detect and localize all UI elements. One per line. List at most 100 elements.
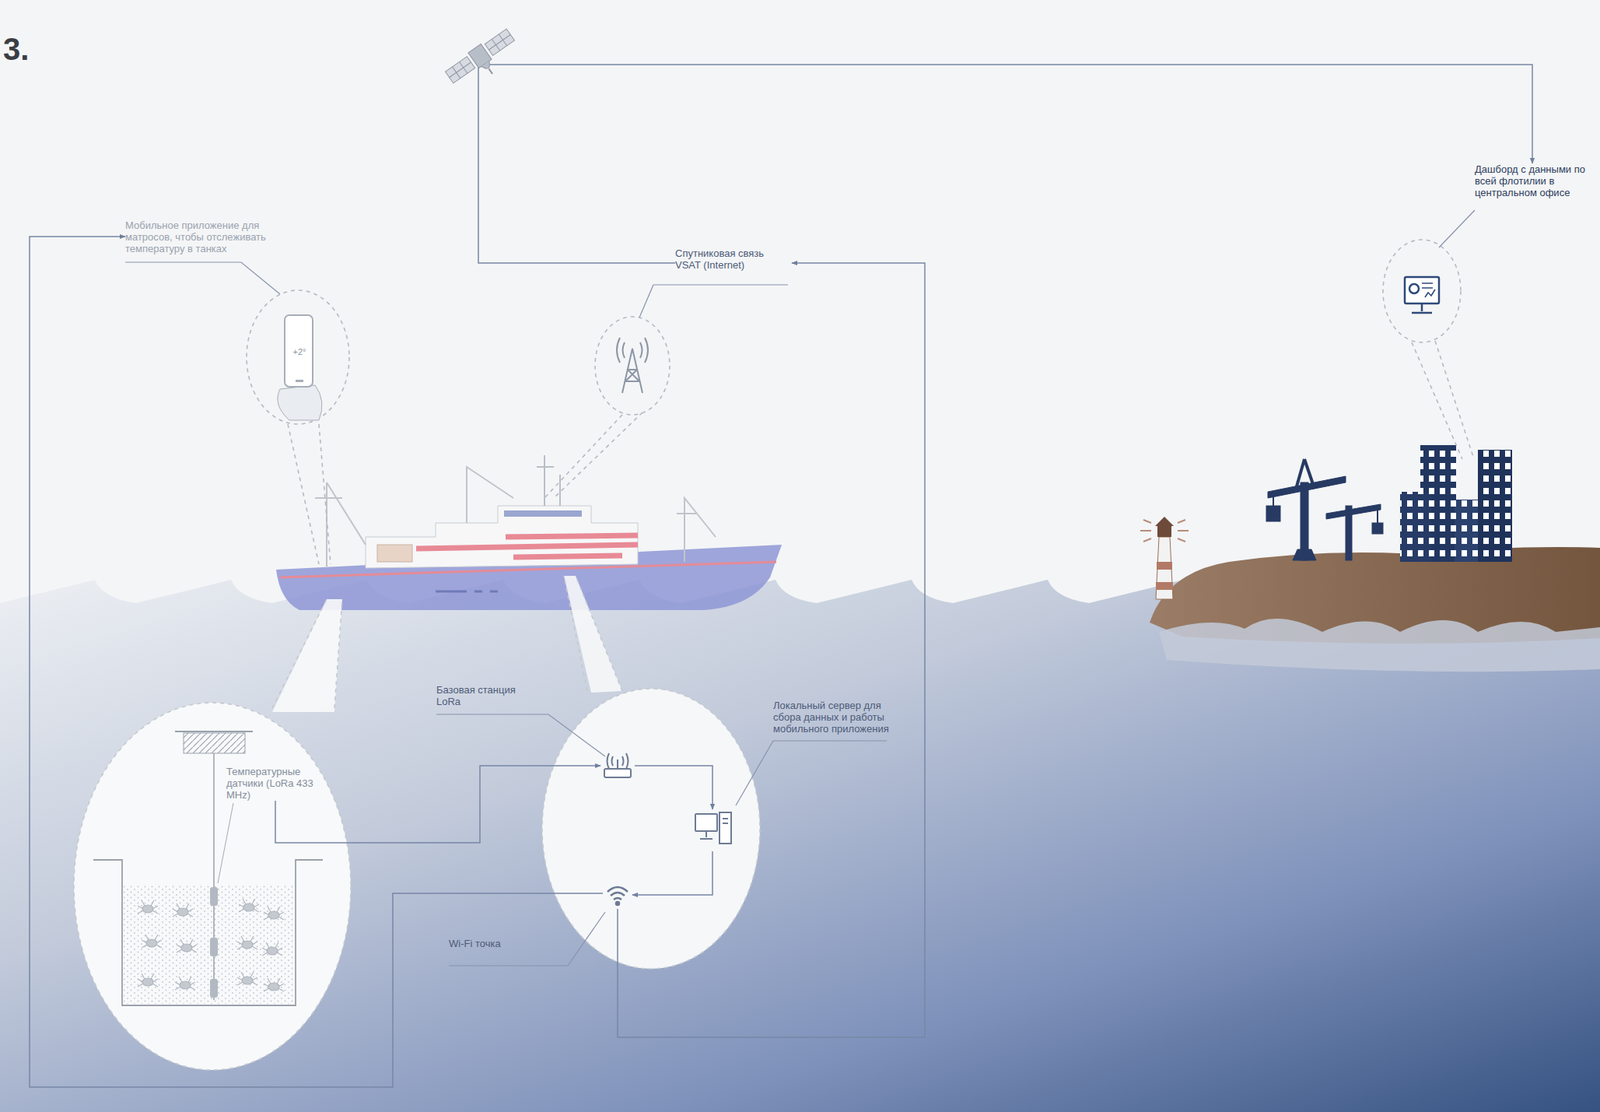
tank-callout-part-part-part xyxy=(142,977,154,986)
wifi-symbol xyxy=(607,886,628,905)
lighthouse-part xyxy=(1157,525,1172,537)
node-text: Дашборд с данными по всей флотилии в цен… xyxy=(1474,163,1593,199)
tank-callout-part-part-part xyxy=(268,910,280,919)
connector-arrow xyxy=(275,765,601,843)
tank-callout-part-part xyxy=(172,903,193,917)
fishing-vessel-part xyxy=(365,505,638,568)
temperature-reading: +2° xyxy=(287,346,312,357)
lora-router-part xyxy=(607,752,629,769)
tank-callout-part-part-part xyxy=(137,973,158,987)
city-buildings-part xyxy=(1400,491,1432,562)
node-text: Wi-Fi точка xyxy=(448,937,550,949)
city-buildings-part xyxy=(1477,449,1513,562)
wifi-point: Wi-Fi точка xyxy=(602,877,633,909)
city-buildings-part xyxy=(1477,449,1513,562)
port-cranes xyxy=(1266,458,1383,561)
node-text: Температурные датчики (LoRa 433 MHz) xyxy=(226,765,314,801)
connector-arrow xyxy=(632,850,713,895)
connector-arrow xyxy=(634,765,713,809)
tank-callout xyxy=(73,598,351,1070)
tank-callout-part-part xyxy=(262,941,283,956)
tank-callout-part-part-part xyxy=(263,977,284,991)
server-callout-part xyxy=(563,575,623,693)
dashboard-monitor-part xyxy=(1404,276,1439,304)
tank-callout-part xyxy=(272,598,343,708)
node-text: Мобильное приложение для матросов, чтобы… xyxy=(125,219,289,255)
antenna-tower-part xyxy=(622,348,643,393)
tank-callout-part-part xyxy=(137,973,158,987)
phone-in-hand-part xyxy=(295,379,304,382)
leader-lines xyxy=(125,210,1475,966)
port-cranes-part xyxy=(1267,476,1346,498)
tank-callout-part-part-part xyxy=(237,935,258,949)
city-buildings-part xyxy=(1400,491,1432,562)
port-cranes-part xyxy=(1376,507,1379,523)
node-text: Локальный сервер для сбора данных и рабо… xyxy=(773,699,906,735)
leader-lines-part xyxy=(735,740,887,806)
port-cranes-part xyxy=(1295,458,1315,492)
city-buildings xyxy=(1400,444,1513,562)
island xyxy=(1149,546,1600,672)
tank-callout-part-part-part xyxy=(137,899,158,914)
tank-callout-part xyxy=(217,802,234,883)
tank-callout-part-part-part xyxy=(177,907,189,916)
tank-callout-part-part-part xyxy=(146,938,158,947)
tank-callout-part-part-part xyxy=(176,938,197,953)
phone-in-hand-part xyxy=(284,315,313,387)
tank-callout-part-part xyxy=(137,899,158,914)
local-server-pc-part xyxy=(695,813,718,831)
dashboard-monitor-part xyxy=(1409,283,1419,294)
tank-callout-part-part-part xyxy=(268,982,280,991)
leader-lines-part xyxy=(448,911,606,966)
leader-lines-part xyxy=(1438,210,1475,248)
tank-callout-part-part-part xyxy=(238,898,260,912)
tank-callout-part-part xyxy=(141,934,162,948)
wifi-symbol-part xyxy=(616,901,620,905)
tank-callout-part-part-part xyxy=(175,976,196,990)
node-text: Спутниковая связь VSAT (Internet) xyxy=(675,247,792,271)
callout-bubbles-part xyxy=(287,423,331,564)
sea xyxy=(0,579,1600,1112)
callout-bubbles-part xyxy=(1382,239,1461,343)
port-cranes-part xyxy=(1272,494,1275,506)
tank-callout-part-part xyxy=(237,971,258,985)
server-callout-part xyxy=(542,688,760,969)
lighthouse xyxy=(1140,516,1189,599)
fishing-vessel xyxy=(276,455,782,610)
antenna-tower xyxy=(616,337,648,393)
city-buildings-part xyxy=(1454,499,1478,562)
tank-callout-part-part-part xyxy=(179,980,191,989)
app-label: Мобильное приложение для матросов, чтобы… xyxy=(125,219,289,255)
tank-callout-part xyxy=(210,978,218,998)
tank-callout-part-part-part xyxy=(237,971,258,985)
figure-number: 3. xyxy=(3,31,29,67)
node-text: Базовая станция LoRa xyxy=(436,683,522,708)
satellite-part xyxy=(488,68,493,74)
local-server-pc-part xyxy=(700,830,713,839)
leader-lines-part xyxy=(125,262,281,295)
tank-callout-part-part xyxy=(175,976,196,990)
fishing-vessel-part xyxy=(435,590,498,593)
tank-callout-part-part-part xyxy=(181,943,193,952)
tank-callout-part xyxy=(210,937,218,956)
lighthouse-part xyxy=(1155,536,1173,599)
fishing-vessel-part xyxy=(676,497,716,562)
tank-callout-part xyxy=(272,598,343,712)
satellite-part xyxy=(445,28,515,84)
tank-callout-part-part-part xyxy=(241,940,253,949)
tank-callout-part xyxy=(93,859,323,1005)
dashboard-monitor-part xyxy=(1421,283,1436,298)
lighthouse-part xyxy=(1156,561,1173,570)
port-cranes-part xyxy=(1372,522,1383,534)
fishing-vessel-part xyxy=(315,482,366,568)
phone-in-hand-part xyxy=(277,385,323,421)
local-server-pc-part xyxy=(719,812,732,844)
city-buildings-part xyxy=(1454,499,1478,562)
fishing-vessel-part xyxy=(377,544,413,562)
port-cranes-part xyxy=(1326,504,1381,519)
tank-callout-part-part-part xyxy=(142,904,154,913)
port-cranes-part xyxy=(1300,482,1309,561)
